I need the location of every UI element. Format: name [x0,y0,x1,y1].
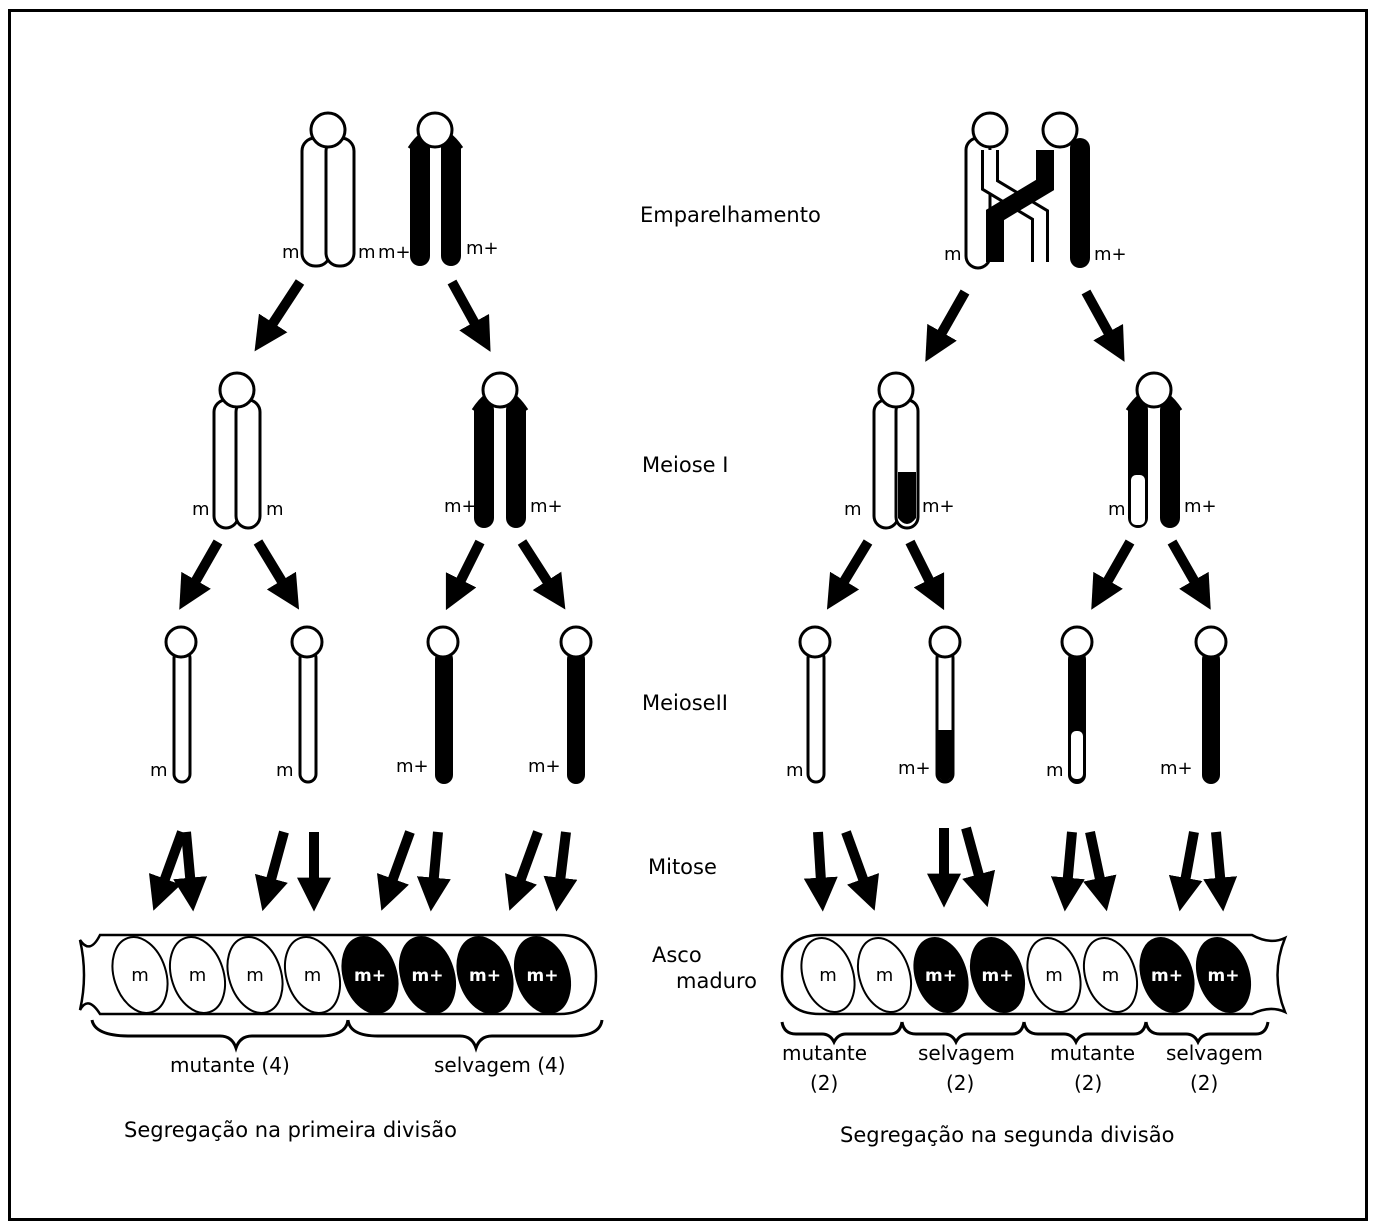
group-label-wild: selvagem [1166,1041,1263,1065]
ascospore-allele-label: m+ [1208,966,1240,986]
stage-label-meiosis-2: MeioseII [642,691,728,715]
ascospore-allele-label: m [1045,965,1063,986]
allele-label: m+ [444,496,477,517]
ascospore-allele-label: m+ [469,966,501,986]
allele-label: m+ [898,758,931,779]
ascospore-allele-label: m+ [925,966,957,986]
ascospore-allele-label: m [131,965,149,986]
right-meiosis1-dyad-a [874,373,918,528]
allele-label: m [282,242,300,263]
allele-label: m [944,244,962,265]
ascospore-allele-label: m+ [527,966,559,986]
ascospore-allele-label: m+ [354,966,386,986]
allele-label: m [150,760,168,781]
stage-label-meiosis-1: Meiose I [642,453,728,477]
allele-label: m+ [922,496,955,517]
caption-second-division: Segregação na segunda divisão [840,1123,1174,1147]
group-count: (2) [946,1071,974,1095]
group-label-wild: selvagem (4) [434,1053,566,1077]
allele-label: m [1046,760,1064,781]
ascospore-allele-label: m [1102,965,1120,986]
allele-label: m+ [530,496,563,517]
left-meiosis1-wild-dyad [474,373,526,528]
allele-label: m+ [1184,496,1217,517]
allele-label: m [1108,499,1126,520]
right-meiosis1-dyad-b [1128,373,1180,528]
allele-label: m [266,499,284,520]
ascospore-allele-label: m [246,965,264,986]
stage-label-pairing: Emparelhamento [640,203,821,227]
stage-label-ascus-line1: Asco [652,943,702,967]
allele-label: m [358,242,376,263]
ascospore-allele-label: m+ [982,966,1014,986]
ascospore-allele-label: m+ [412,966,444,986]
allele-label: m+ [378,242,411,263]
ascospore-allele-label: m [189,965,207,986]
allele-label: m [844,499,862,520]
group-label-mutant: mutante [782,1041,867,1065]
left-meiosis1-mutant-dyad [214,373,260,528]
division-arrows [158,282,1222,898]
ascospore-allele-label: m [819,965,837,986]
group-label-mutant: mutante (4) [170,1053,290,1077]
ascospore-allele-label: m [876,965,894,986]
caption-first-division: Segregação na primeira divisão [124,1118,457,1142]
group-count: (2) [810,1071,838,1095]
allele-label: m+ [528,756,561,777]
group-count: (2) [1190,1071,1218,1095]
ascospore-allele-label: m+ [1151,966,1183,986]
allele-label: m+ [1160,758,1193,779]
allele-label: m [276,760,294,781]
stage-label-mitosis: Mitose [648,855,717,879]
group-count: (2) [1074,1071,1102,1095]
allele-label: m+ [396,756,429,777]
allele-label: m [192,499,210,520]
right-pairing-crossover [966,113,1090,268]
allele-label: m [786,760,804,781]
group-label-wild: selvagem [918,1041,1015,1065]
stage-label-ascus-line2: maduro [676,969,757,993]
allele-label: m+ [1094,244,1127,265]
allele-label: m+ [466,238,499,259]
ascospore-allele-label: m [304,965,322,986]
group-label-mutant: mutante [1050,1041,1135,1065]
